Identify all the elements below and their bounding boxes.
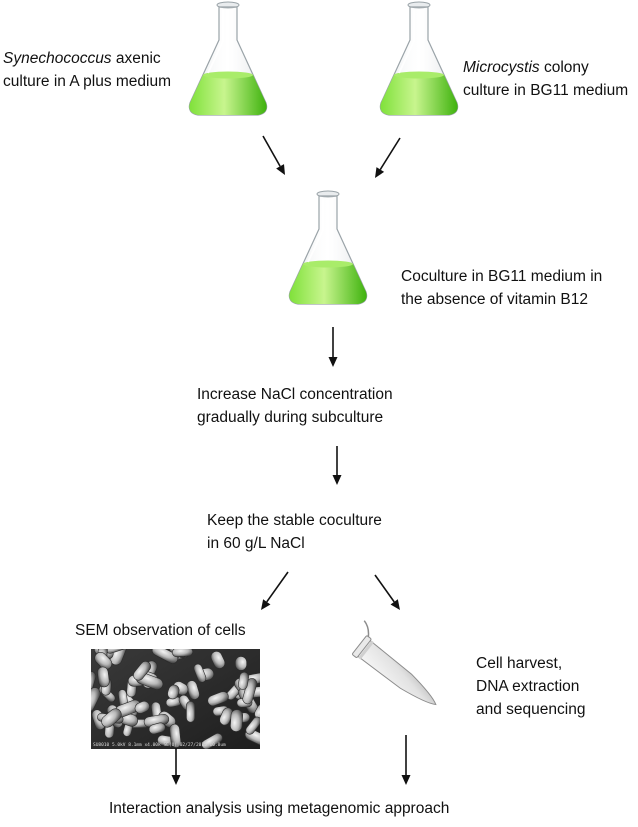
bacterial-cell <box>207 691 229 707</box>
coculture-line2: the absence of vitamin B12 <box>401 291 588 308</box>
microcystis-suffix: colony <box>539 59 589 76</box>
bacterial-cell <box>193 663 207 683</box>
sem-image <box>91 649 260 749</box>
bacterial-cell <box>210 651 226 669</box>
flow-arrows <box>171 135 411 785</box>
bacterial-cell <box>97 666 110 688</box>
microcystis-label: Microcystis colony culture in BG11 mediu… <box>463 56 628 102</box>
bacterial-cell <box>186 701 196 723</box>
bacterial-cell <box>245 716 260 735</box>
arrow-coculture-to-increase <box>328 327 338 367</box>
arrow-sem-to-analysis <box>171 748 181 785</box>
increase-line2: gradually during subculture <box>197 409 384 426</box>
harvest-line1: Cell harvest, <box>476 655 563 672</box>
keep-coculture-label: Keep the stable coculture in 60 g/L NaCl <box>207 509 382 555</box>
bacterial-cell <box>169 723 182 748</box>
arrow-synechococcus-to-coculture <box>262 135 285 175</box>
synechococcus-line2: culture in A plus medium <box>3 73 172 90</box>
sem-caption: SU8010 5.0kV 8.1mm x4.00k SE(U) 02/27/20… <box>93 743 226 748</box>
synechococcus-name: Synechococcus <box>3 50 112 67</box>
bacterial-cell <box>91 687 101 712</box>
sem-line1: SEM observation of cells <box>75 622 246 639</box>
bacterial-cell <box>94 652 113 670</box>
coculture-label: Coculture in BG11 medium in the absence … <box>401 265 602 311</box>
bacterial-cell <box>234 656 248 671</box>
interaction-analysis-label: Interaction analysis using metagenomic a… <box>109 797 449 820</box>
microcentrifuge-tube-icon <box>352 620 437 706</box>
bacterial-cell <box>172 649 194 658</box>
keep-line2: in 60 g/L NaCl <box>207 535 305 552</box>
flask-coculture-icon <box>288 190 368 305</box>
keep-line1: Keep the stable coculture <box>207 512 382 529</box>
harvest-line3: and sequencing <box>476 701 586 718</box>
coculture-line1: Coculture in BG11 medium in <box>401 268 603 285</box>
synechococcus-suffix: axenic <box>111 50 161 67</box>
bacterial-cell <box>101 708 122 728</box>
bacterial-cell <box>242 678 258 705</box>
bacterial-cell <box>134 700 150 714</box>
increase-nacl-label: Increase NaCl concentration gradually du… <box>197 383 393 429</box>
arrow-keep-to-sem <box>261 571 289 610</box>
bacterial-cell <box>167 684 180 700</box>
microcystis-name: Microcystis <box>463 59 540 76</box>
sem-micrograph: SU8010 5.0kV 8.1mm x4.00k SE(U) 02/27/20… <box>91 649 260 749</box>
bacterial-cell <box>201 733 223 749</box>
bacterial-cell <box>238 671 249 690</box>
flask-microcystis-icon <box>379 1 459 116</box>
bacterial-cell <box>230 709 244 732</box>
arrow-keep-to-harvest <box>374 574 400 610</box>
sem-observation-label: SEM observation of cells <box>75 619 246 642</box>
bacterial-cell <box>186 680 200 700</box>
arrow-microcystis-to-coculture <box>375 137 401 178</box>
bacterial-cell <box>133 661 151 681</box>
sem-cells <box>91 649 260 749</box>
harvest-label: Cell harvest, DNA extraction and sequenc… <box>476 652 585 721</box>
arrow-increase-to-keep <box>332 446 342 485</box>
bacterial-cell <box>151 649 179 664</box>
bacterial-cell <box>148 722 166 735</box>
analysis-line1: Interaction analysis using metagenomic a… <box>109 800 450 817</box>
arrow-harvest-to-analysis <box>401 735 411 785</box>
synechococcus-label: Synechococcus axenic culture in A plus m… <box>3 47 171 93</box>
flask-synechococcus-icon <box>188 1 268 116</box>
harvest-line2: DNA extraction <box>476 678 580 695</box>
microcystis-line2: culture in BG11 medium <box>463 82 629 99</box>
increase-line1: Increase NaCl concentration <box>197 386 393 403</box>
